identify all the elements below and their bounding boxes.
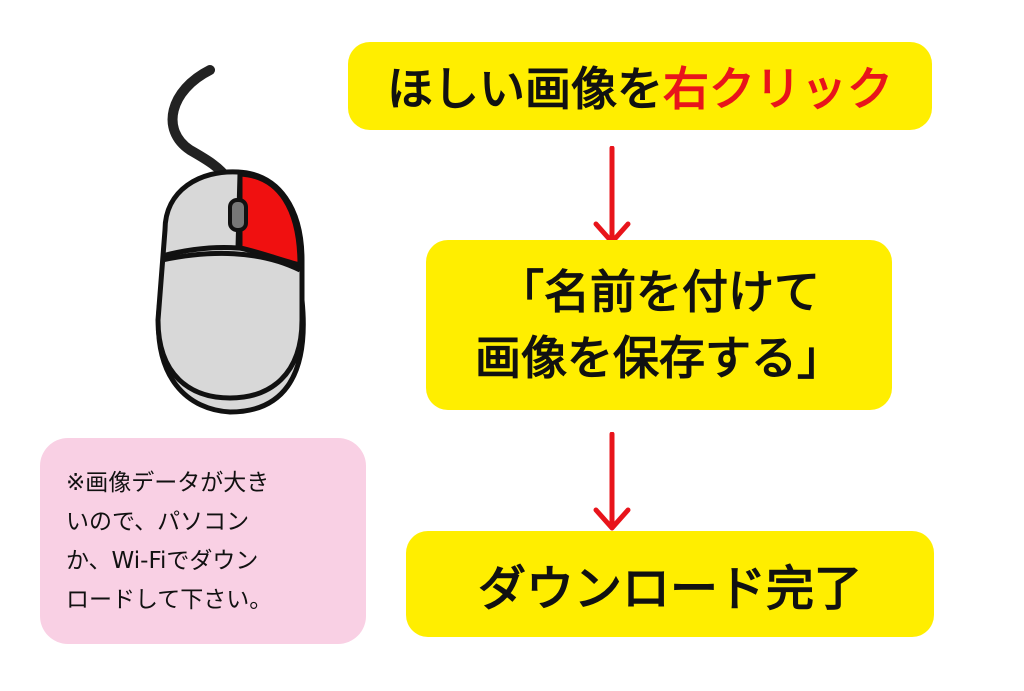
step-1-highlight: 右クリック	[663, 62, 893, 116]
note-line: ※画像データが大き	[66, 470, 270, 496]
step-1-text: ほしい画像を	[387, 62, 663, 116]
step-save-image-box: 「名前を付けて 画像を保存する」	[426, 240, 892, 410]
arrow-down-icon	[593, 146, 631, 245]
mouse-icon	[155, 65, 306, 415]
step-2-line-1: 「名前を付けて	[498, 265, 820, 319]
note-line: いので、パソコン	[66, 509, 250, 535]
arrow-down-icon	[593, 432, 631, 531]
step-3-text: ダウンロード完了	[477, 561, 862, 617]
note-line: ロードして下さい。	[66, 587, 273, 613]
note-box: ※画像データが大き いので、パソコン か、Wi-Fiでダウン ロードして下さい。	[40, 438, 366, 644]
note-line: か、Wi-Fiでダウン	[66, 548, 259, 574]
step-2-line-2: 画像を保存する」	[475, 331, 843, 385]
step-right-click-box: ほしい画像を右クリック	[348, 42, 932, 130]
step-download-complete-box: ダウンロード完了	[406, 531, 934, 637]
